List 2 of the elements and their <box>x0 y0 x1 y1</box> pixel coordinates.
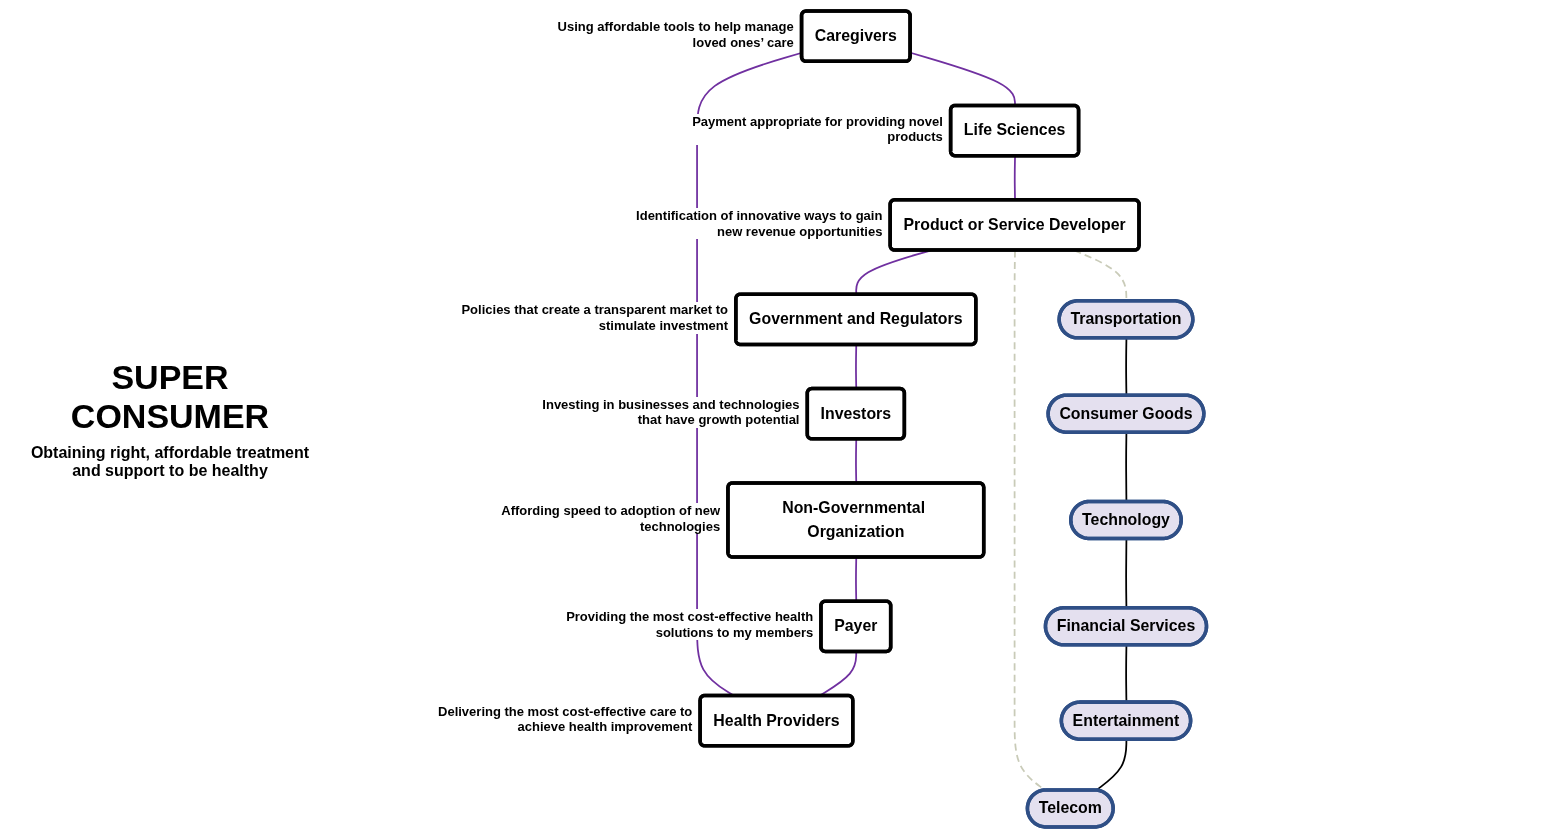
center-heading: SUPER CONSUMER <box>69 358 271 436</box>
center-description: Obtaining right, affordable treatment and support to be healthy <box>29 444 311 480</box>
